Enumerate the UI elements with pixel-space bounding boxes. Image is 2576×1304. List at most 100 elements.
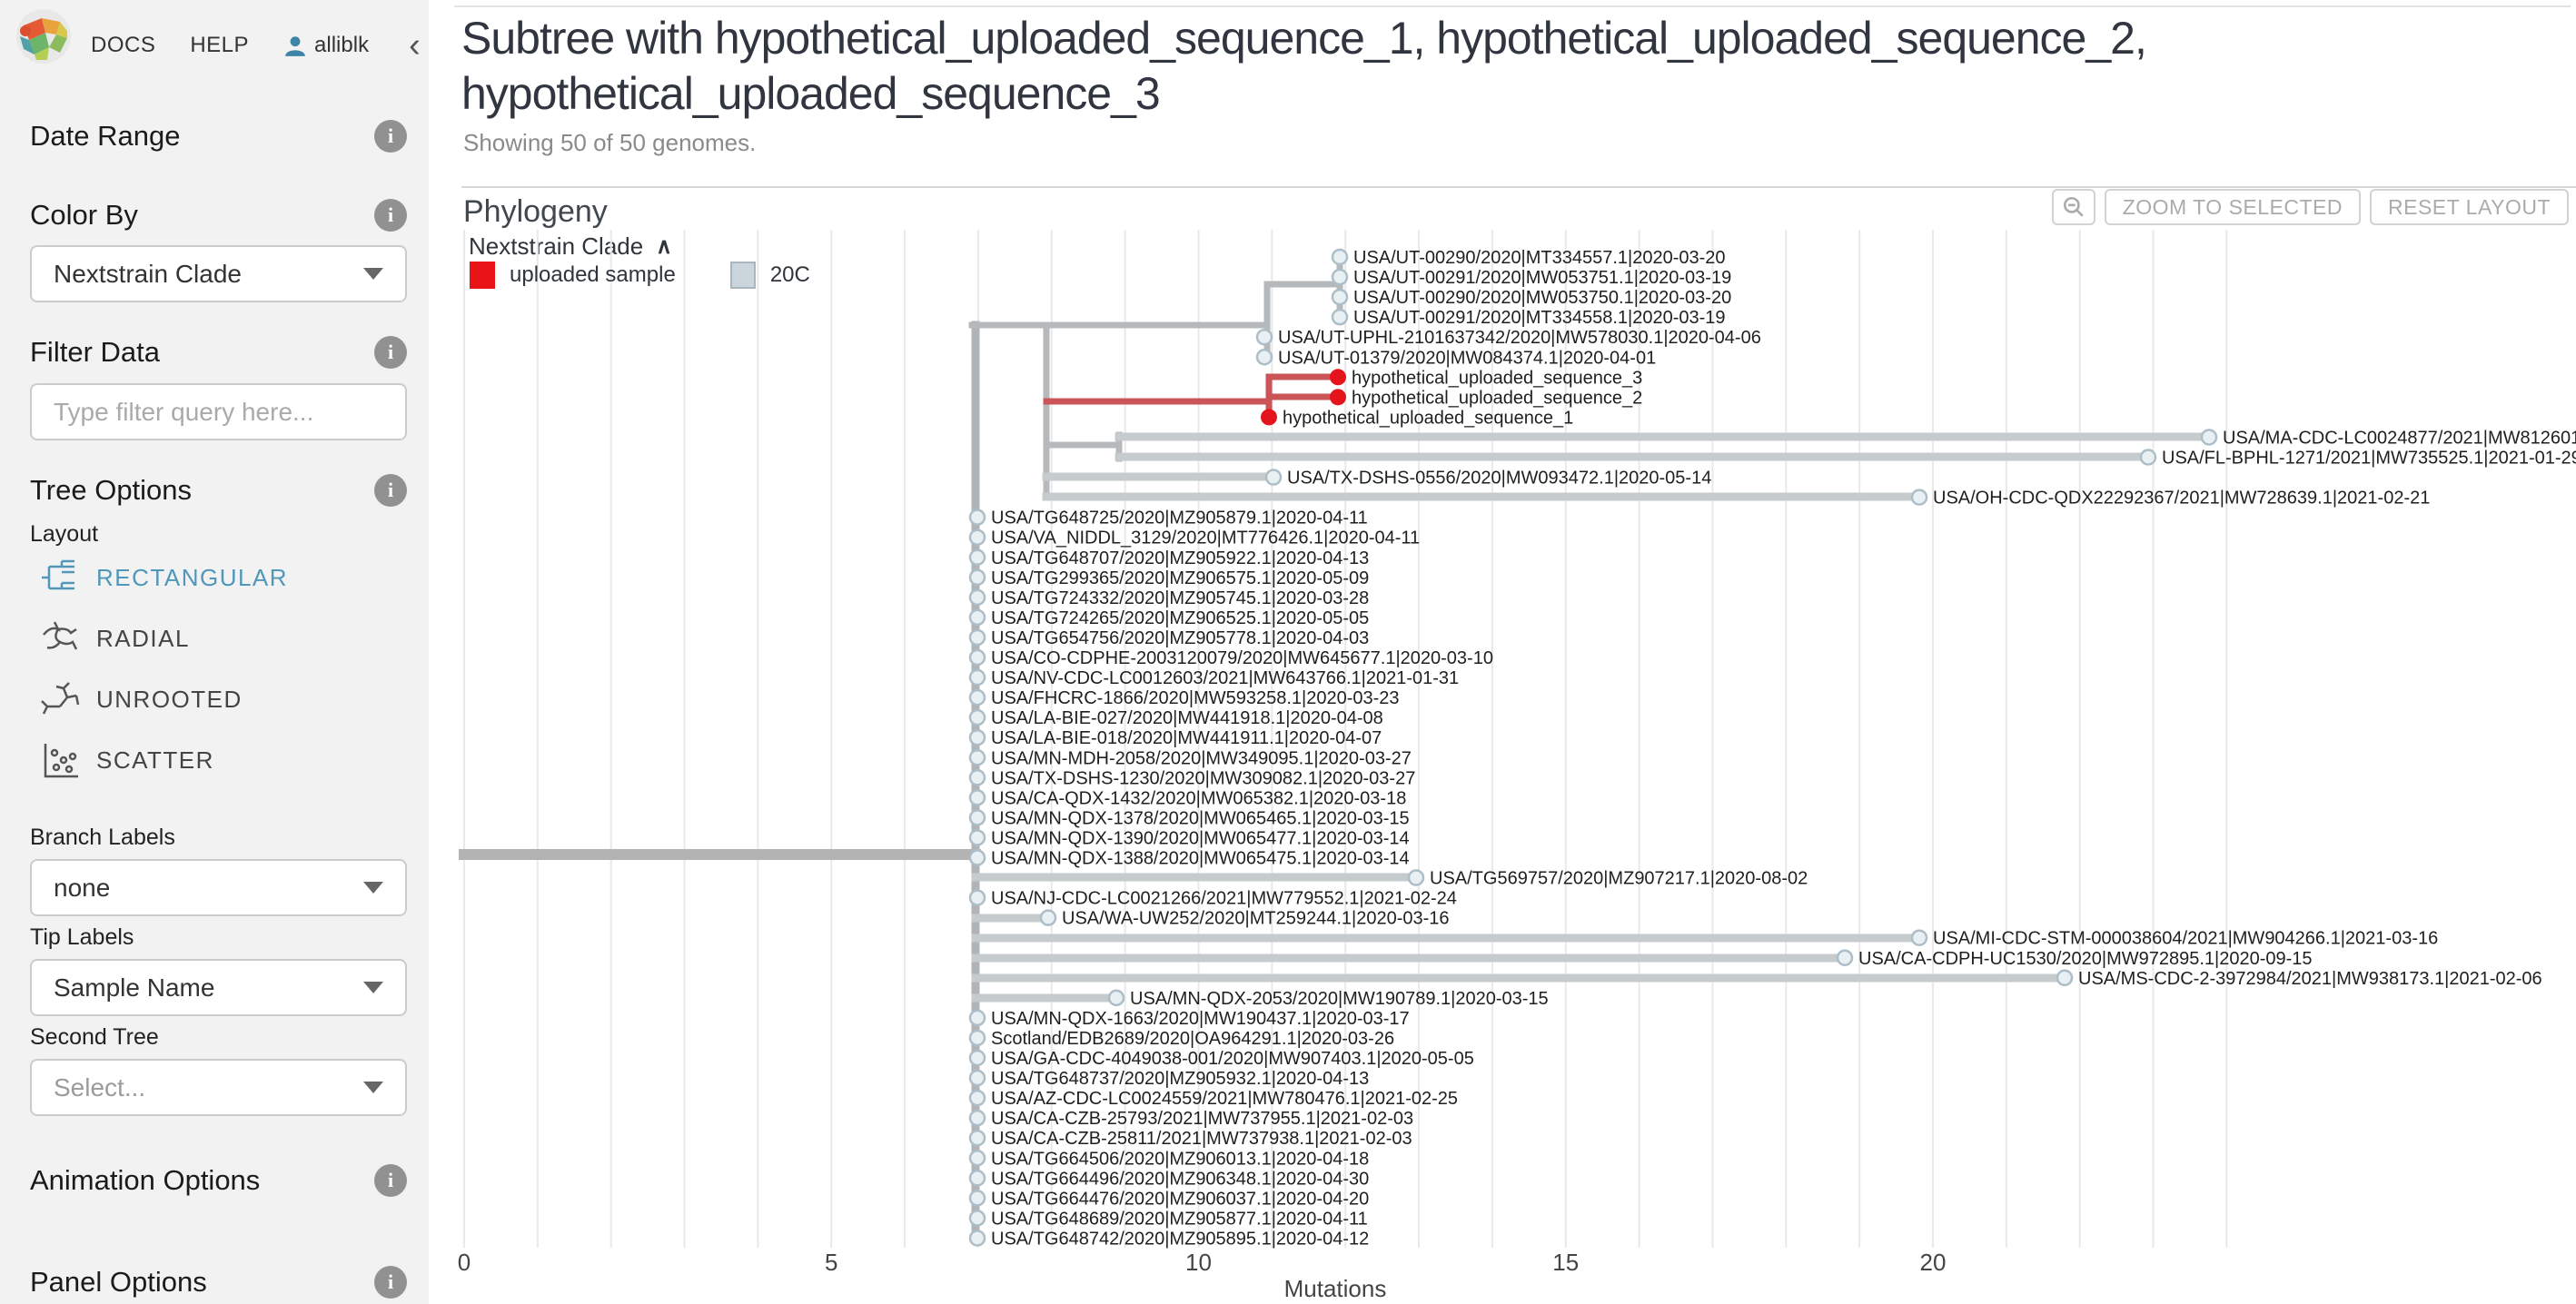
tip-label[interactable]: USA/OH-CDC-QDX22292367/2021|MW728639.1|2… (1933, 489, 2430, 509)
tree-tip[interactable] (968, 1170, 986, 1187)
tree-tip[interactable] (968, 568, 986, 587)
color-by-select[interactable]: Nextstrain Clade (30, 245, 407, 302)
legend-toggle[interactable]: Nextstrain Clade ∧ (469, 232, 672, 261)
tip-label[interactable]: USA/UT-00290/2020|MT334557.1|2020-03-20 (1353, 248, 1726, 268)
legend-swatch-uploaded-sample[interactable] (470, 262, 495, 289)
tree-tip[interactable] (968, 728, 986, 746)
info-icon[interactable]: i (374, 120, 407, 153)
tip-label[interactable]: USA/FL-BPHL-1271/2021|MW735525.1|2021-01… (2162, 449, 2576, 469)
tree-tip[interactable] (1107, 989, 1125, 1007)
tip-label[interactable]: USA/TG648737/2020|MZ905932.1|2020-04-13 (991, 1069, 1369, 1089)
tree-tip[interactable] (968, 789, 986, 806)
tip-label[interactable]: USA/MI-CDC-STM-000038604/2021|MW904266.1… (1933, 929, 2438, 949)
tip-label[interactable]: USA/UT-00291/2020|MW053751.1|2020-03-19 (1353, 268, 1731, 288)
tree-tip[interactable] (968, 1049, 986, 1067)
tip-label[interactable]: Scotland/EDB2689/2020|OA964291.1|2020-03… (991, 1029, 1394, 1049)
tree-tip[interactable] (968, 1109, 986, 1127)
tree-tip[interactable] (1331, 248, 1349, 266)
info-icon[interactable]: i (374, 474, 407, 507)
tree-tip[interactable] (968, 1150, 986, 1167)
tip-label[interactable]: USA/LA-BIE-027/2020|MW441918.1|2020-04-0… (991, 708, 1383, 728)
info-icon[interactable]: i (374, 1164, 407, 1197)
layout-option-scatter[interactable]: SCATTER (40, 740, 214, 780)
tree-tip[interactable] (968, 1009, 986, 1027)
tip-label[interactable]: USA/MN-QDX-1388/2020|MW065475.1|2020-03-… (991, 849, 1410, 869)
tip-label[interactable]: USA/TG569757/2020|MZ907217.1|2020-08-02 (1430, 869, 1808, 889)
tree-tip[interactable] (968, 1190, 986, 1207)
tip-label[interactable]: USA/MN-QDX-1390/2020|MW065477.1|2020-03-… (991, 828, 1410, 848)
docs-link[interactable]: DOCS (91, 33, 156, 57)
tip-label[interactable]: USA/NV-CDC-LC0012603/2021|MW643766.1|202… (991, 668, 1459, 688)
branch-labels-select[interactable]: none (30, 859, 407, 916)
tree-tip[interactable] (1331, 308, 1349, 326)
tree-tip[interactable] (968, 1230, 986, 1247)
tip-label[interactable]: USA/FHCRC-1866/2020|MW593258.1|2020-03-2… (991, 688, 1400, 708)
tree-tip[interactable] (968, 708, 986, 726)
tree-tip[interactable] (1910, 489, 1928, 506)
tip-label[interactable]: hypothetical_uploaded_sequence_1 (1283, 408, 1573, 428)
tree-tip[interactable] (1330, 389, 1346, 406)
tip-label[interactable]: USA/LA-BIE-018/2020|MW441911.1|2020-04-0… (991, 728, 1382, 748)
layout-option-radial[interactable]: RADIAL (40, 618, 190, 658)
tree-tip[interactable] (1255, 349, 1273, 366)
tree-tip[interactable] (968, 829, 986, 846)
info-icon[interactable]: i (374, 199, 407, 232)
tip-label[interactable]: USA/TG664476/2020|MZ906037.1|2020-04-20 (991, 1189, 1369, 1209)
tip-label[interactable]: USA/NJ-CDC-LC0021266/2021|MW779552.1|202… (991, 889, 1457, 909)
tree-tip[interactable] (968, 509, 986, 526)
sidebar-collapse-chevron[interactable]: ‹ (409, 26, 421, 64)
tip-label[interactable]: USA/TX-DSHS-0556/2020|MW093472.1|2020-05… (1287, 469, 1711, 489)
tip-label[interactable]: USA/UT-00290/2020|MW053750.1|2020-03-20 (1353, 288, 1731, 308)
user-chip[interactable]: alliblk (283, 33, 369, 58)
tip-label[interactable]: USA/MA-CDC-LC0024877/2021|MW812601.1|202… (2223, 428, 2576, 448)
tree-tip[interactable] (968, 548, 986, 566)
reset-layout-button[interactable]: RESET LAYOUT (2370, 189, 2569, 225)
legend-swatch-20c[interactable] (729, 262, 756, 289)
tip-label[interactable]: USA/UT-UPHL-2101637342/2020|MW578030.1|2… (1278, 328, 1761, 348)
tree-tip[interactable] (2200, 429, 2218, 446)
filter-input[interactable] (30, 383, 407, 440)
tip-label[interactable]: USA/WA-UW252/2020|MT259244.1|2020-03-16 (1062, 909, 1450, 929)
tip-label[interactable]: USA/MN-QDX-1378/2020|MW065465.1|2020-03-… (991, 808, 1410, 828)
tip-label[interactable]: USA/TG648689/2020|MZ905877.1|2020-04-11 (991, 1209, 1368, 1229)
tip-label[interactable]: USA/UT-00291/2020|MT334558.1|2020-03-19 (1353, 308, 1726, 328)
zoom-out-button[interactable] (2051, 189, 2095, 225)
tip-label[interactable]: USA/MN-QDX-2053/2020|MW190789.1|2020-03-… (1130, 989, 1549, 1009)
tree-tip[interactable] (968, 849, 986, 866)
tree-tip[interactable] (968, 889, 986, 906)
zoom-to-selected-button[interactable]: ZOOM TO SELECTED (2104, 189, 2362, 225)
tip-label[interactable]: USA/TG648707/2020|MZ905922.1|2020-04-13 (991, 548, 1369, 568)
tree-tip[interactable] (968, 529, 986, 546)
tip-label[interactable]: hypothetical_uploaded_sequence_3 (1352, 368, 1642, 388)
tree-tip[interactable] (968, 628, 986, 647)
tree-tip[interactable] (968, 1129, 986, 1147)
tip-label[interactable]: USA/CA-CZB-25793/2021|MW737955.1|2021-02… (991, 1109, 1413, 1129)
tree-tip[interactable] (1261, 409, 1277, 426)
tree-tip[interactable] (1910, 929, 1928, 946)
tree-tip[interactable] (2139, 449, 2157, 466)
tree-tip[interactable] (2056, 969, 2074, 987)
tip-label[interactable]: USA/VA_NIDDL_3129/2020|MT776426.1|2020-0… (991, 529, 1420, 548)
tip-label[interactable]: USA/CA-QDX-1432/2020|MW065382.1|2020-03-… (991, 788, 1406, 808)
tip-label[interactable]: USA/TG664496/2020|MZ906348.1|2020-04-30 (991, 1169, 1369, 1189)
tip-labels-select[interactable]: Sample Name (30, 959, 407, 1016)
tip-label[interactable]: USA/GA-CDC-4049038-001/2020|MW907403.1|2… (991, 1049, 1474, 1069)
tree-tip[interactable] (968, 1089, 986, 1107)
tip-label[interactable]: USA/CA-CZB-25811/2021|MW737938.1|2021-02… (991, 1129, 1412, 1149)
tree-tip[interactable] (968, 769, 986, 786)
tip-label[interactable]: USA/TG664506/2020|MZ906013.1|2020-04-18 (991, 1149, 1369, 1169)
tip-label[interactable]: USA/AZ-CDC-LC0024559/2021|MW780476.1|202… (991, 1089, 1458, 1109)
tree-tip[interactable] (1255, 328, 1273, 346)
tree-tip[interactable] (968, 749, 986, 766)
tip-label[interactable]: USA/MS-CDC-2-3972984/2021|MW938173.1|202… (2078, 969, 2542, 989)
tip-label[interactable]: USA/TG299365/2020|MZ906575.1|2020-05-09 (991, 568, 1369, 588)
tree-tip[interactable] (968, 1069, 986, 1087)
tree-tip[interactable] (1331, 288, 1349, 306)
tree-tip[interactable] (1039, 909, 1057, 926)
tip-label[interactable]: USA/CO-CDPHE-2003120079/2020|MW645677.1|… (991, 648, 1493, 668)
tip-label[interactable]: USA/TG648742/2020|MZ905895.1|2020-04-12 (991, 1229, 1369, 1249)
tree-tip[interactable] (1331, 268, 1349, 286)
tip-label[interactable]: USA/TX-DSHS-1230/2020|MW309082.1|2020-03… (991, 768, 1415, 788)
tree-tip[interactable] (1330, 369, 1346, 386)
tip-label[interactable]: USA/TG648725/2020|MZ905879.1|2020-04-11 (991, 509, 1368, 529)
